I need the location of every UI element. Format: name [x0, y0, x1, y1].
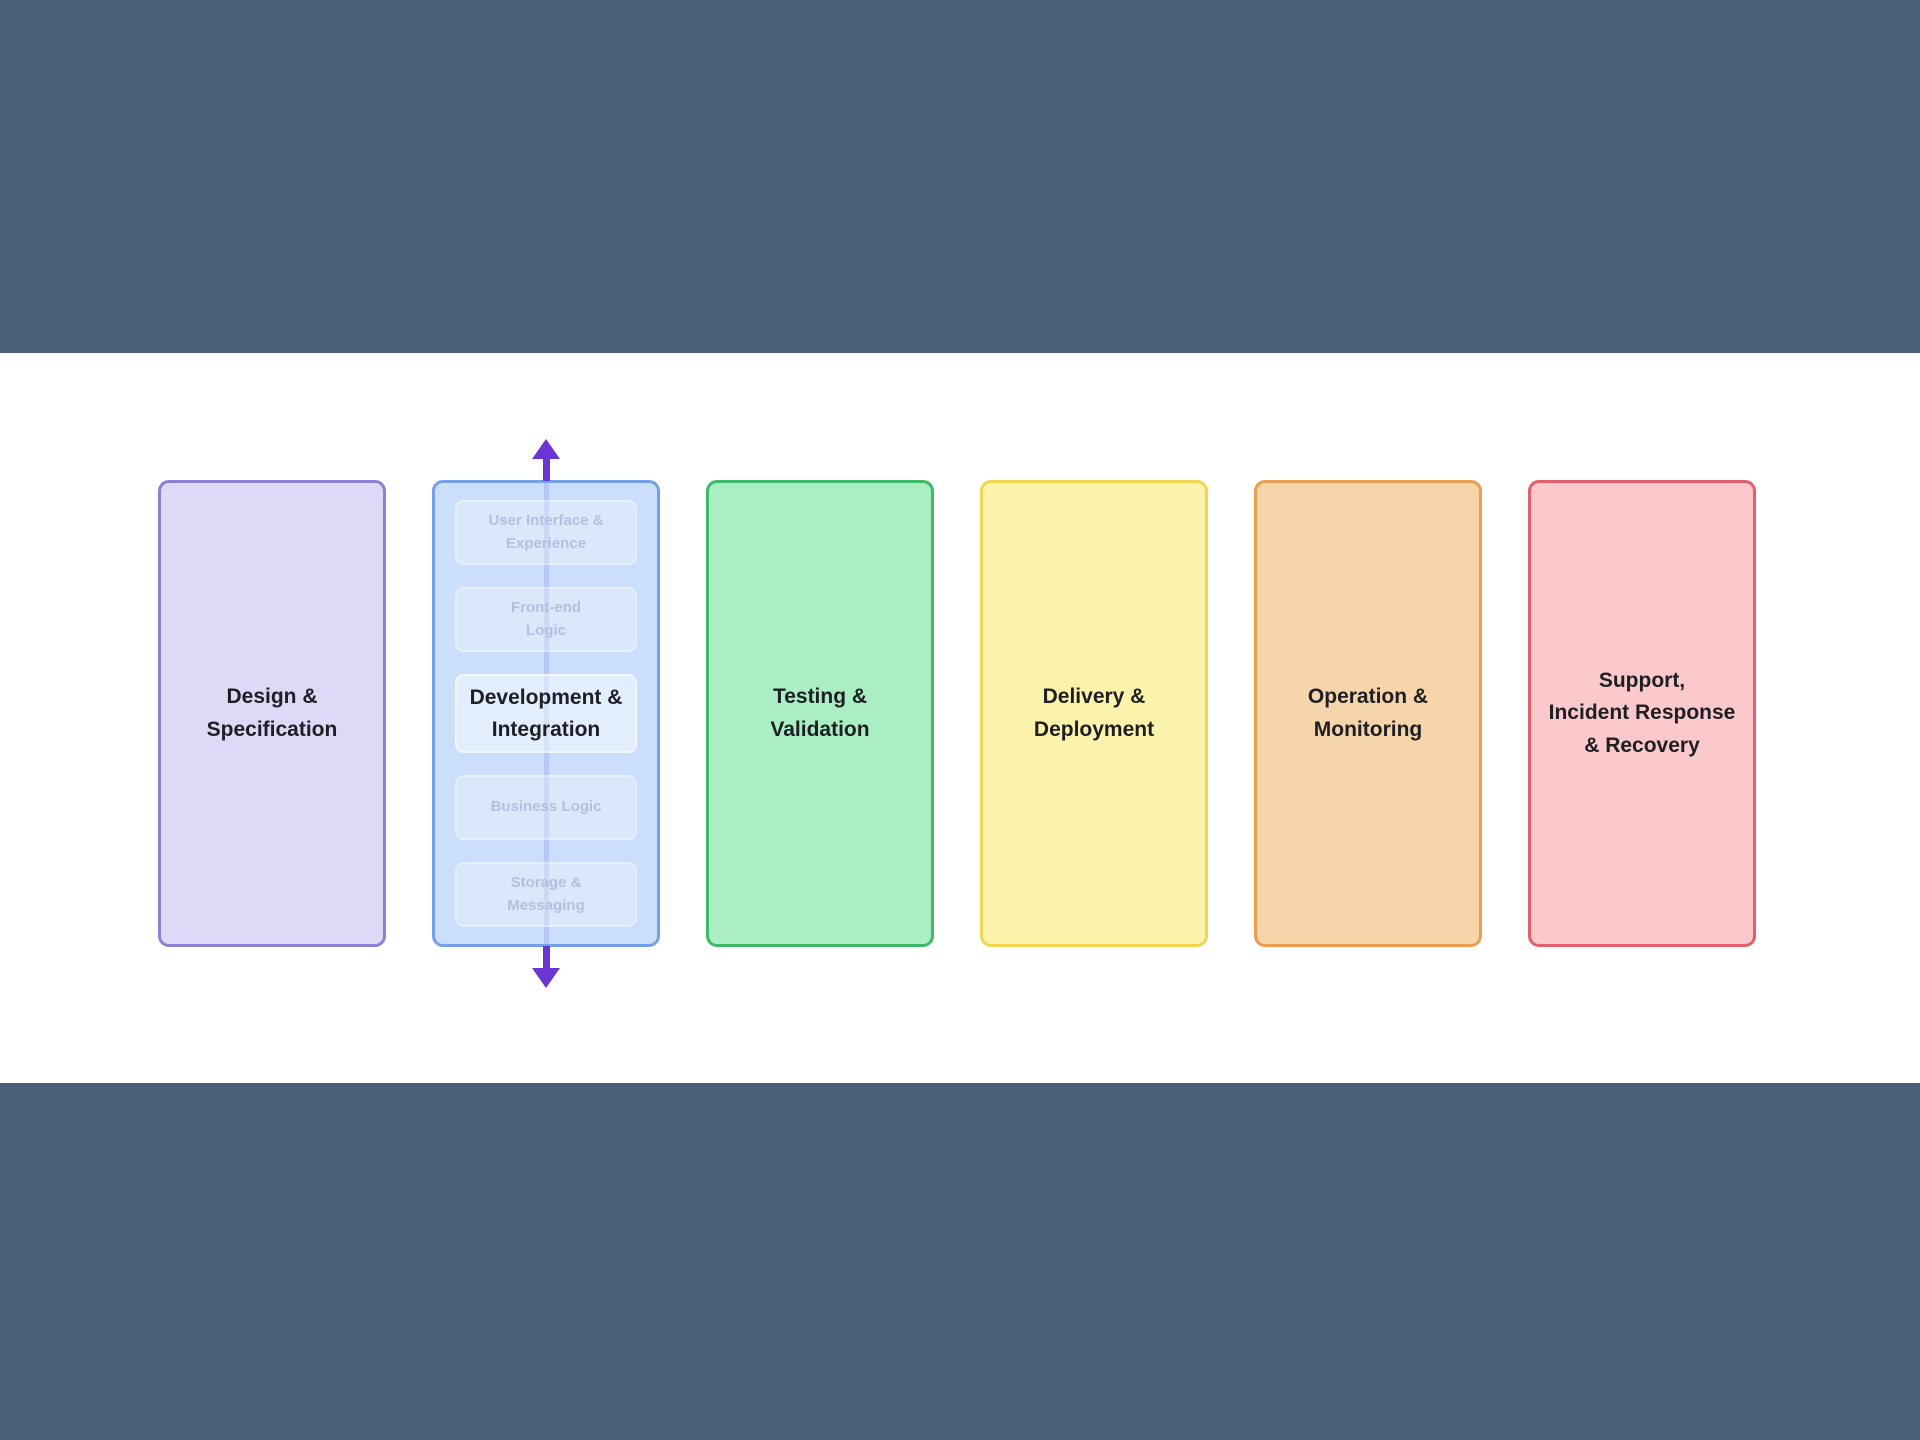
- stage-label: Operation & Monitoring: [1307, 684, 1429, 741]
- stage-testing-validation: Testing & Validation: [706, 480, 934, 947]
- stage-development-integration: User Interface & Experience Front-end Lo…: [432, 439, 660, 988]
- stage-label: Support, Incident Response & Recovery: [1548, 668, 1736, 757]
- subbox-user-interface-experience: User Interface & Experience: [455, 500, 637, 565]
- development-substack: User Interface & Experience Front-end Lo…: [455, 500, 637, 927]
- pipeline-row: Design & Specification User Interface & …: [158, 439, 1756, 988]
- stage-operation-monitoring: Operation & Monitoring: [1254, 480, 1482, 947]
- subbox-storage-messaging: Storage & Messaging: [455, 862, 637, 927]
- arrow-head: [532, 439, 560, 459]
- stage-design-specification: Design & Specification: [158, 480, 386, 947]
- bottom-band: [0, 1083, 1920, 1440]
- arrow-stem: [542, 459, 550, 481]
- top-band: [0, 0, 1920, 353]
- subbox-business-logic: Business Logic: [455, 775, 637, 840]
- stage-label: Design & Specification: [206, 684, 338, 741]
- subbox-development-integration: Development & Integration: [455, 674, 637, 753]
- arrow-head: [532, 968, 560, 988]
- stage-label: Delivery & Deployment: [1033, 684, 1155, 741]
- stage-support-incident-response-recovery: Support, Incident Response & Recovery: [1528, 480, 1756, 947]
- arrow-up-icon: [532, 439, 560, 481]
- arrow-down-icon: [532, 946, 560, 988]
- subbox-front-end-logic: Front-end Logic: [455, 587, 637, 652]
- arrow-stem: [542, 946, 550, 968]
- stage-label: Testing & Validation: [770, 684, 870, 741]
- stage-delivery-deployment: Delivery & Deployment: [980, 480, 1208, 947]
- connector-line: [543, 483, 549, 944]
